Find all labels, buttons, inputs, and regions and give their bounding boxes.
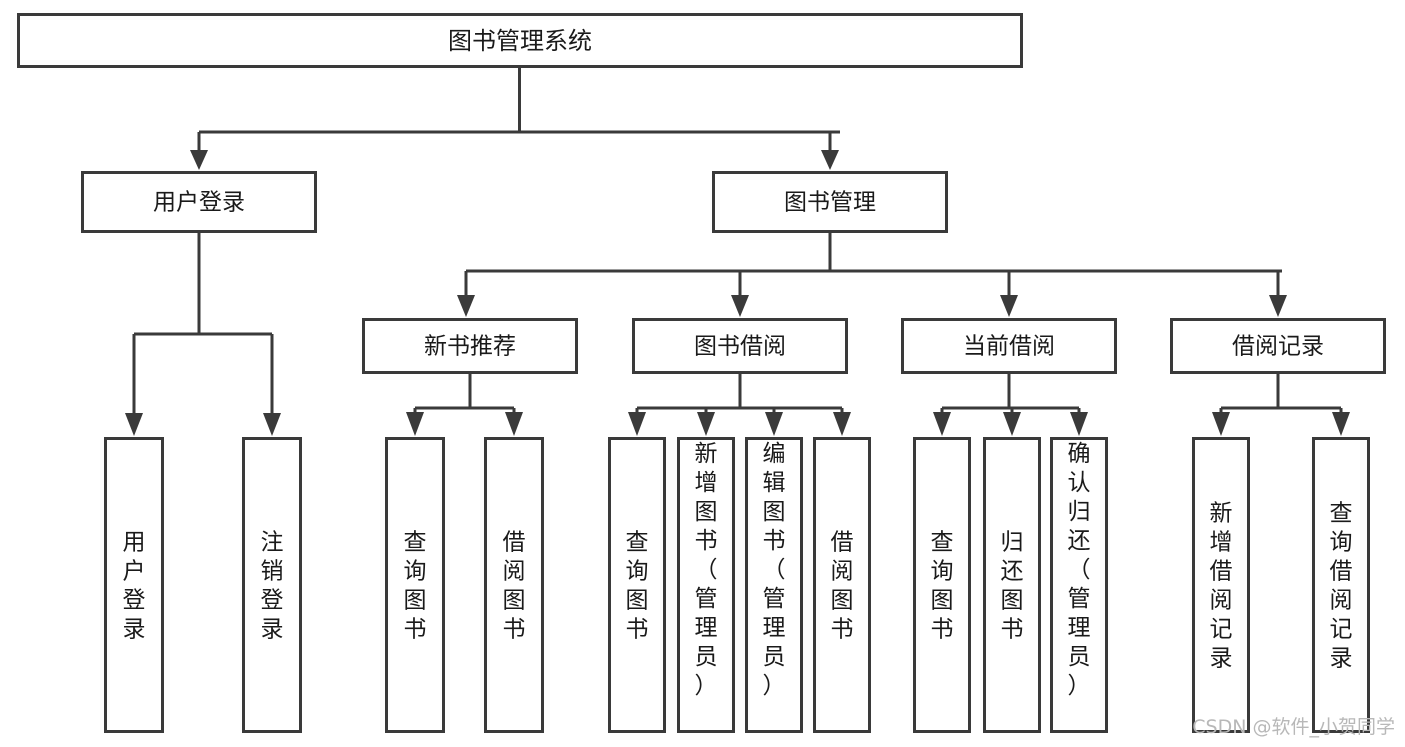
leaf-box [745, 437, 803, 733]
leaf-label: 用户登录 [123, 530, 146, 643]
leaf-box [608, 437, 666, 733]
new-book-recommend-box [362, 318, 578, 374]
leaf-node[interactable]: 新增借阅记录 [1192, 437, 1250, 733]
arrow-nbr-leaf2 [505, 412, 523, 436]
book-borrow-box [632, 318, 848, 374]
arrow-br-leaf1 [1212, 412, 1230, 436]
node-borrow-record[interactable]: 借阅记录 [1170, 318, 1386, 374]
user-login-label: 用户登录 [153, 190, 245, 216]
node-book-borrow[interactable]: 图书借阅 [632, 318, 848, 374]
edges-user-login-to-leaves [125, 233, 281, 436]
node-root[interactable]: 图书管理系统 [17, 13, 1023, 68]
leaf-node[interactable]: 编辑图书（管理员） [745, 437, 803, 733]
arrow-to-current-borrow [1000, 295, 1018, 317]
leaf-label: 查询图书 [931, 530, 954, 643]
edges-book-borrow-to-leaves [628, 374, 851, 436]
node-book-management[interactable]: 图书管理 [712, 171, 948, 233]
leaf-box [104, 437, 164, 733]
leaf-node[interactable]: 确认归还（管理员） [1050, 437, 1108, 733]
current-borrow-label: 当前借阅 [963, 334, 1055, 360]
arrow-bb-leaf1 [628, 412, 646, 436]
leaf-node[interactable]: 归还图书 [983, 437, 1041, 733]
edges-current-borrow-to-leaves [933, 374, 1088, 436]
edges-new-book-rec-to-leaves [406, 374, 523, 436]
arrow-bb-leaf2 [697, 412, 715, 436]
leaf-node[interactable]: 借阅图书 [484, 437, 544, 733]
leaf-label: 查询图书 [404, 530, 427, 643]
arrow-to-user-login [190, 150, 208, 170]
leaf-box [913, 437, 971, 733]
root-box [17, 13, 1023, 68]
new-book-recommend-label: 新书推荐 [424, 334, 516, 360]
leaf-box [242, 437, 302, 733]
leaf-box [484, 437, 544, 733]
arrow-nbr-leaf1 [406, 412, 424, 436]
edges-borrow-record-to-leaves [1212, 374, 1350, 436]
leaf-box [385, 437, 445, 733]
node-current-borrow[interactable]: 当前借阅 [901, 318, 1117, 374]
leaf-label: 查询图书 [626, 530, 649, 643]
leaf-label: 新增借阅记录 [1210, 501, 1233, 672]
arrow-cb-leaf2 [1003, 412, 1021, 436]
leaf-label: 借阅图书 [503, 530, 526, 643]
leaf-box [983, 437, 1041, 733]
arrow-leaf-user-login [125, 413, 143, 436]
borrow-record-label: 借阅记录 [1232, 334, 1324, 360]
leaf-label: 编辑图书（管理员） [763, 441, 786, 699]
arrow-bb-leaf4 [833, 412, 851, 436]
leaf-box [677, 437, 735, 733]
arrow-bb-leaf3 [765, 412, 783, 436]
current-borrow-box [901, 318, 1117, 374]
arrow-to-book-mgmt [821, 150, 839, 170]
leaf-node[interactable]: 借阅图书 [813, 437, 871, 733]
leaf-box [1050, 437, 1108, 733]
leaf-node[interactable]: 新增图书（管理员） [677, 437, 735, 733]
leaf-label: 归还图书 [1001, 530, 1024, 643]
leaf-label: 确认归还（管理员） [1068, 441, 1091, 699]
node-user-login[interactable]: 用户登录 [81, 171, 317, 233]
leaf-node[interactable]: 查询图书 [913, 437, 971, 733]
leaf-label: 查询借阅记录 [1330, 501, 1353, 672]
book-borrow-label: 图书借阅 [694, 334, 786, 360]
arrow-br-leaf2 [1332, 412, 1350, 436]
leaf-node[interactable]: 查询图书 [608, 437, 666, 733]
leaf-nodes-layer: 用户登录 注销登录 查询图书 借阅图书 查询图书 新增图书（管理员） 编辑图书（管理员） 借阅… [104, 437, 1370, 733]
leaf-node[interactable]: 注销登录 [242, 437, 302, 733]
leaf-node[interactable]: 查询图书 [385, 437, 445, 733]
leaf-box [813, 437, 871, 733]
arrow-to-borrow-record [1269, 295, 1287, 317]
edges-book-mgmt-to-level3 [457, 233, 1287, 317]
book-management-box [712, 171, 948, 233]
arrow-to-book-borrow [731, 295, 749, 317]
node-new-book-recommend[interactable]: 新书推荐 [362, 318, 578, 374]
leaf-box [1312, 437, 1370, 733]
root-label: 图书管理系统 [448, 27, 592, 55]
arrow-cb-leaf3 [1070, 412, 1088, 436]
leaf-label: 新增图书（管理员） [695, 441, 718, 699]
arrow-leaf-logout [263, 413, 281, 436]
leaf-label: 注销登录 [261, 530, 284, 643]
book-management-label: 图书管理 [784, 190, 876, 216]
leaf-label: 借阅图书 [831, 530, 854, 643]
arrow-cb-leaf1 [933, 412, 951, 436]
borrow-record-box [1170, 318, 1386, 374]
arrow-to-new-book-rec [457, 295, 475, 317]
leaf-node[interactable]: 用户登录 [104, 437, 164, 733]
edges-root-to-level2 [190, 67, 840, 170]
leaf-node[interactable]: 查询借阅记录 [1312, 437, 1370, 733]
leaf-box [1192, 437, 1250, 733]
user-login-box [81, 171, 317, 233]
